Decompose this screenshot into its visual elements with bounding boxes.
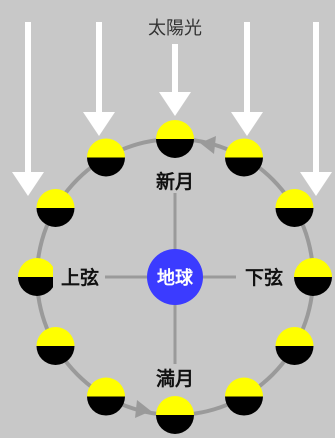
moon-dark-half: [156, 415, 194, 434]
last-quarter-label: 下弦: [245, 266, 283, 289]
last-quarter-label-bg: [236, 265, 290, 291]
first-quarter-label: 上弦: [61, 266, 99, 289]
moon: [36, 327, 75, 365]
sunlight-arrow: [83, 22, 115, 136]
moon: [275, 189, 314, 227]
moon-dark-half: [156, 139, 194, 158]
moon: [156, 396, 194, 434]
orbit-direction-arrow-top: [200, 136, 216, 154]
moon-dark-half: [275, 346, 314, 365]
moons: [18, 120, 332, 434]
moon-dark-half: [225, 157, 263, 177]
moon-dark-half: [275, 208, 314, 227]
sunlight-arrows: [12, 22, 332, 196]
moon-lit-half: [275, 189, 314, 208]
moon-dark-half: [87, 157, 125, 177]
moon-lit-half: [36, 327, 75, 346]
first-quarter-label-bg: [53, 265, 105, 291]
moon-dark-half: [87, 396, 125, 416]
sunlight-arrow: [159, 44, 191, 116]
moon-dark-half: [36, 208, 75, 227]
moon-lit-half: [275, 327, 314, 346]
sunlight-label: 太陽光: [148, 18, 202, 39]
sunlight-arrow: [231, 22, 263, 136]
moon-lit-half: [156, 396, 194, 415]
earth: [147, 249, 203, 305]
moon: [36, 189, 75, 227]
orbit-direction-arrow-bottom: [135, 400, 151, 418]
moon-lit-half: [225, 377, 263, 397]
full-moon-label: 満月: [156, 368, 194, 390]
moon-dark-half: [294, 277, 332, 296]
moon: [87, 138, 125, 177]
moon: [294, 258, 332, 296]
moon-lit-half: [18, 258, 56, 277]
moon-lit-half: [87, 377, 125, 397]
moon-dark-half: [225, 396, 263, 416]
moon: [87, 377, 125, 416]
moon: [225, 377, 263, 416]
earth-label: 地球: [157, 267, 194, 289]
moon: [18, 258, 56, 296]
moon-lit-half: [87, 138, 125, 158]
moon: [156, 120, 194, 158]
moon-lit-half: [225, 138, 263, 158]
moon-lit-half: [294, 258, 332, 277]
moon: [225, 138, 263, 177]
sunlight-arrow: [12, 22, 44, 196]
new-moon-label: 新月: [156, 170, 194, 193]
moon: [275, 327, 314, 365]
moon-dark-half: [36, 346, 75, 365]
moon-dark-half: [18, 277, 56, 296]
moon-lit-half: [156, 120, 194, 139]
moon-lit-half: [36, 189, 75, 208]
sunlight-arrow: [300, 22, 332, 196]
